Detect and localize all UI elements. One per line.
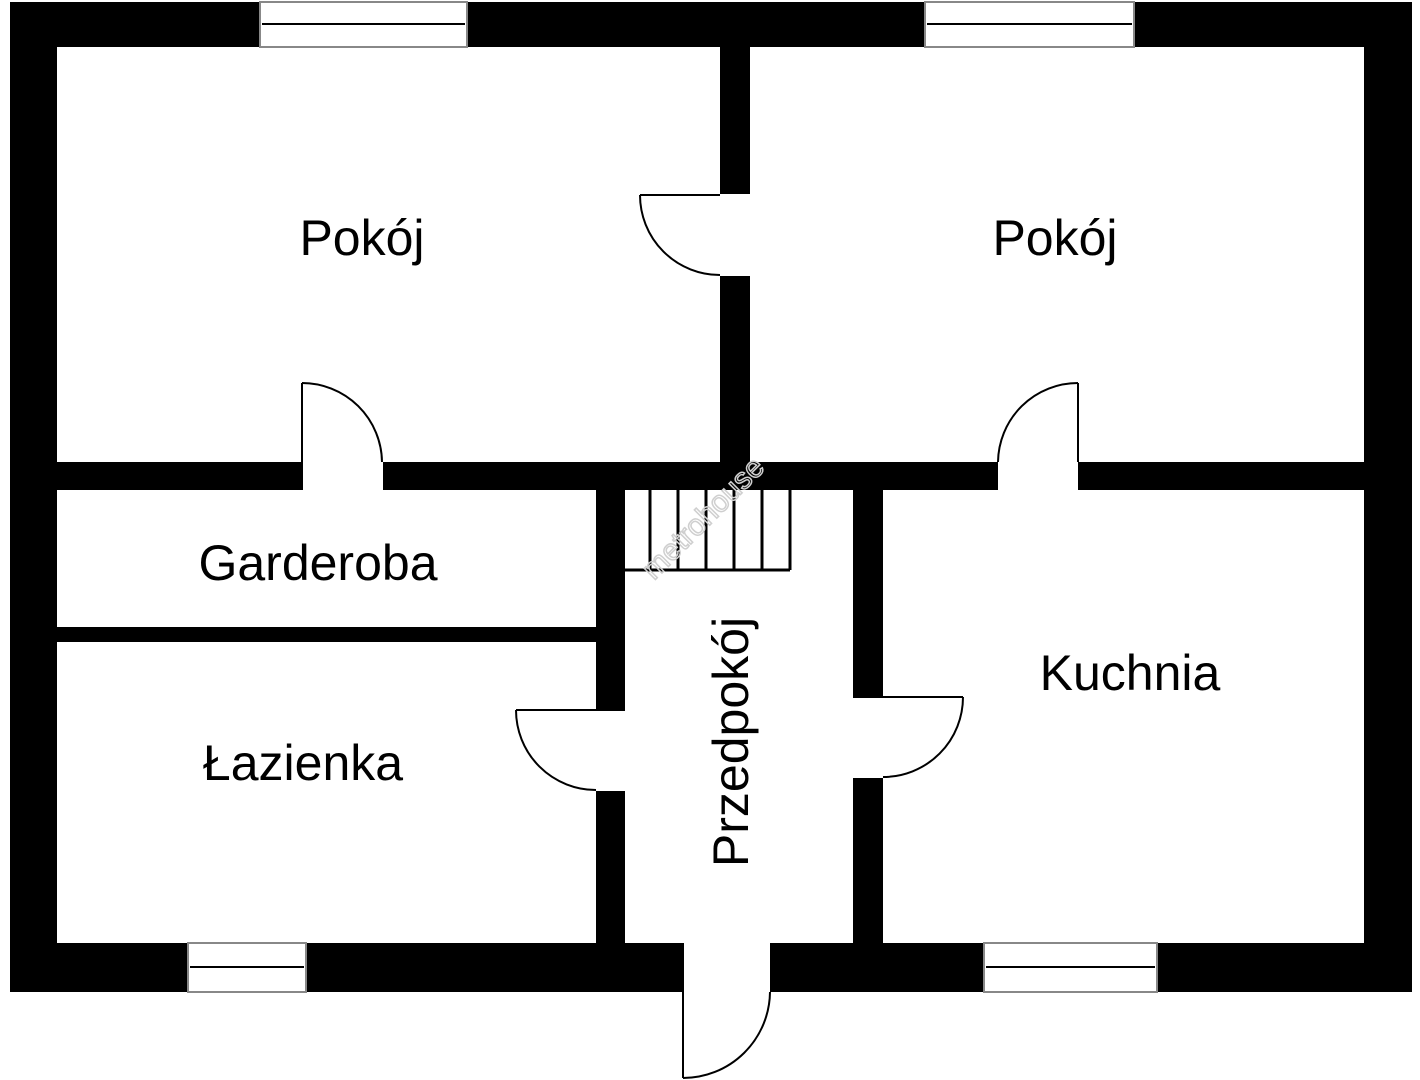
window-kitchen <box>983 942 1158 993</box>
room-top-left-area <box>57 47 720 462</box>
hallway-area <box>625 490 853 943</box>
door-room-top-right <box>997 382 1079 490</box>
door-bathroom <box>515 709 625 791</box>
room-label-top-left: Pokój <box>299 210 424 266</box>
window-top-left <box>259 1 468 48</box>
room-label-hallway: Przedpokój <box>703 617 759 867</box>
door-room-top-left <box>301 382 383 490</box>
room-label-kitchen: Kuchnia <box>1040 645 1221 701</box>
stairs <box>625 490 792 572</box>
bathroom-area <box>57 642 596 943</box>
room-label-bathroom: Łazienka <box>203 735 403 791</box>
window-top-right <box>924 1 1135 48</box>
door-between-rooms <box>639 194 750 276</box>
room-label-wardrobe: Garderoba <box>198 535 437 591</box>
entrance-door <box>682 943 771 1079</box>
kitchen-area <box>883 490 1364 943</box>
room-top-right-area <box>750 47 1364 462</box>
room-label-top-right: Pokój <box>992 210 1117 266</box>
door-kitchen <box>853 696 964 778</box>
wardrobe-area <box>57 490 596 627</box>
window-bathroom <box>187 942 307 993</box>
